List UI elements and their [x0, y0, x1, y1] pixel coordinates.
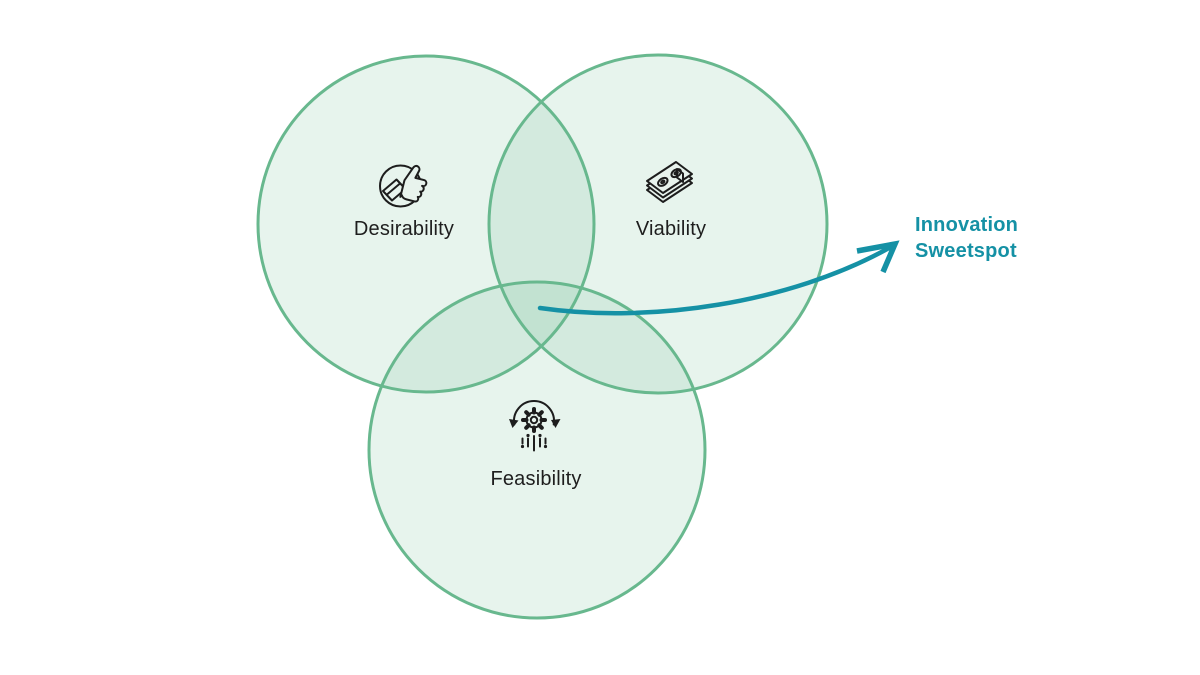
viability-label: Viability [635, 218, 707, 240]
innovation-sweetspot-label: Innovation Sweetspot [915, 214, 1019, 262]
feasibility-circle [367, 280, 707, 620]
viability-circle [487, 53, 829, 395]
sweetspot-arrow-head [856, 240, 900, 274]
desirability-label: Desirability [353, 218, 455, 240]
money-stack-icon [646, 161, 693, 203]
gear-automation-icon [509, 400, 561, 452]
sweetspot-arrow-shaft [537, 245, 892, 316]
feasibility-label: Feasibility [490, 468, 582, 490]
thumbs-up-icon [379, 164, 428, 208]
